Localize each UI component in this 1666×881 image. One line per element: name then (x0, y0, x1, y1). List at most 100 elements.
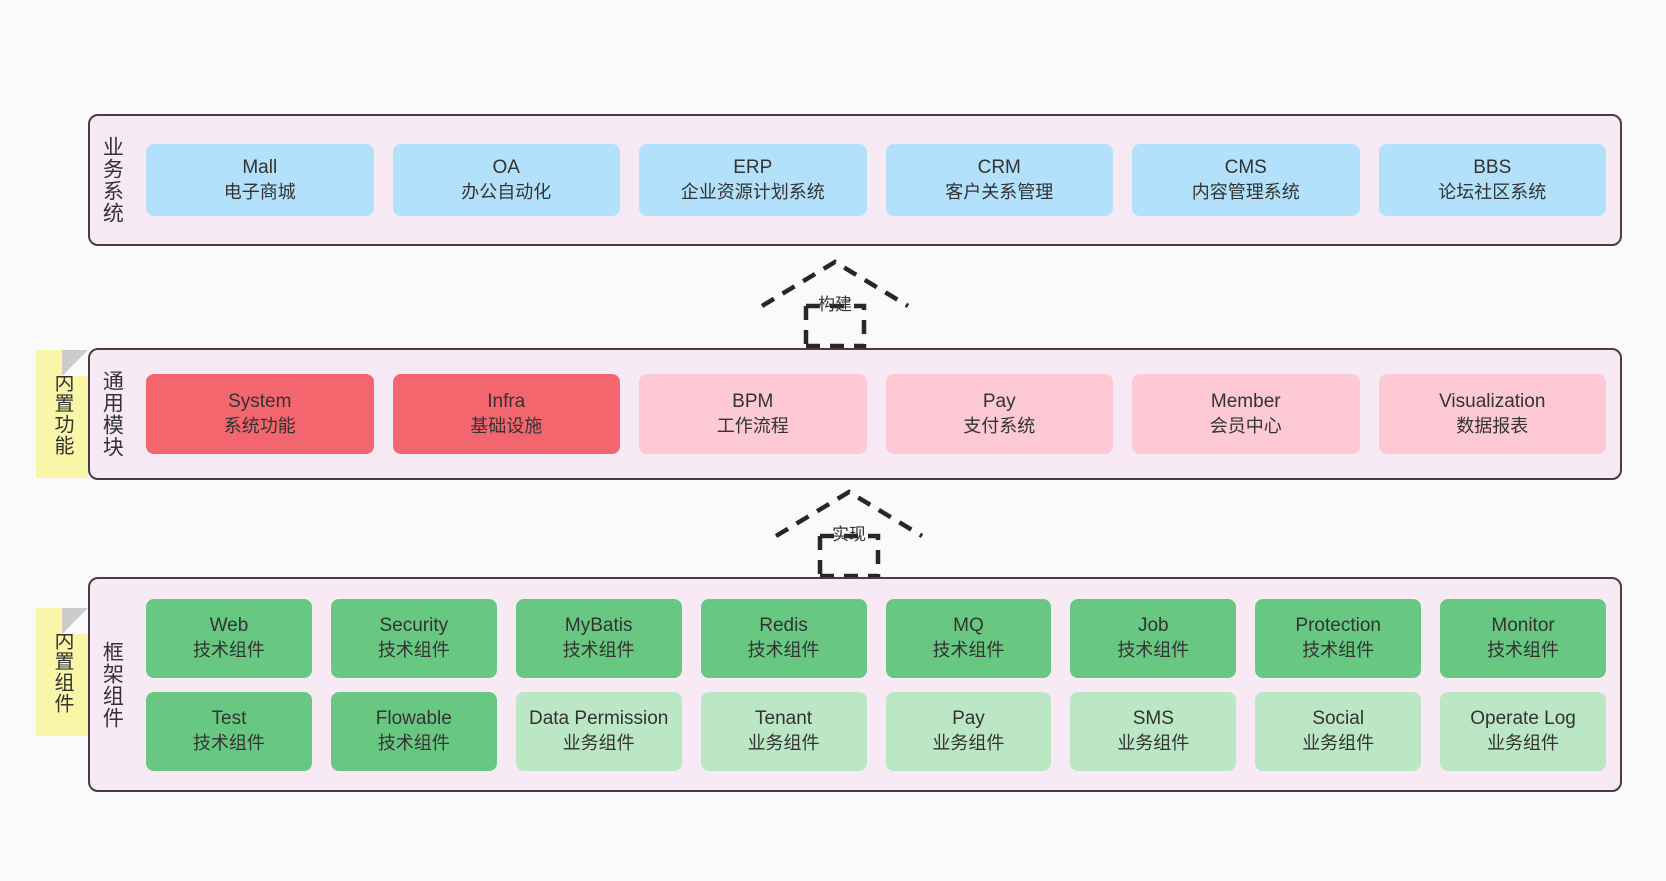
card-operate-log[interactable]: Operate Log 业务组件 (1440, 691, 1606, 771)
card-title-en: CMS (1224, 156, 1267, 178)
card-title-en: BPM (732, 390, 774, 412)
card-data-permission[interactable]: Data Permission 业务组件 (515, 691, 682, 771)
layer-common-module: 通用模块 System 系统功能 Infra 基础设施 BPM 工作流程 Pay… (88, 348, 1622, 480)
card-sms[interactable]: SMS 业务组件 (1070, 691, 1237, 771)
card-title-cn: 技术组件 (377, 639, 450, 660)
card-title-en: Flowable (375, 707, 452, 729)
card-title-cn: 技术组件 (932, 639, 1005, 660)
card-title-cn: 技术组件 (192, 732, 265, 753)
card-infra[interactable]: Infra 基础设施 (392, 374, 620, 454)
connector-build: 构建 (760, 258, 910, 349)
card-title-en: Protection (1295, 614, 1381, 636)
card-title-en: Operate Log (1470, 707, 1576, 729)
layer-business-system: 业务系统 Mall 电子商城 OA 办公自动化 ERP 企业资源计划系统 CRM… (88, 114, 1622, 246)
card-pay[interactable]: Pay 支付系统 (885, 374, 1113, 454)
card-title-cn: 技术组件 (1117, 639, 1190, 660)
note-builtin-component: 内置组件 (36, 608, 88, 736)
card-title-cn: 客户关系管理 (945, 181, 1054, 202)
note-fold-corner-icon (62, 350, 88, 376)
card-web[interactable]: Web 技术组件 (146, 598, 312, 678)
card-erp[interactable]: ERP 企业资源计划系统 (639, 144, 867, 216)
card-flowable[interactable]: Flowable 技术组件 (330, 691, 497, 771)
card-title-en: Redis (759, 614, 808, 636)
card-test[interactable]: Test 技术组件 (146, 691, 312, 771)
layer-body-business-system: Mall 电子商城 OA 办公自动化 ERP 企业资源计划系统 CRM 客户关系… (132, 116, 1620, 244)
note-builtin-function: 内置功能 (36, 350, 88, 478)
card-title-cn: 技术组件 (747, 639, 820, 660)
card-title-cn: 技术组件 (562, 639, 635, 660)
card-title-en: BBS (1473, 156, 1512, 178)
card-title-cn: 业务组件 (1487, 732, 1560, 753)
card-title-en: MQ (953, 614, 984, 636)
card-title-en: System (228, 390, 292, 412)
card-bbs[interactable]: BBS 论坛社区系统 (1378, 144, 1606, 216)
card-monitor[interactable]: Monitor 技术组件 (1440, 598, 1606, 678)
card-protection[interactable]: Protection 技术组件 (1255, 598, 1422, 678)
card-title-en: OA (492, 156, 520, 178)
card-bpm[interactable]: BPM 工作流程 (639, 374, 867, 454)
card-mybatis[interactable]: MyBatis 技术组件 (515, 598, 682, 678)
card-visualization[interactable]: Visualization 数据报表 (1378, 374, 1606, 454)
card-mall[interactable]: Mall 电子商城 (146, 144, 374, 216)
card-title-en: ERP (733, 156, 773, 178)
card-title-en: Security (379, 614, 449, 636)
card-oa[interactable]: OA 办公自动化 (392, 144, 620, 216)
card-title-en: Test (211, 707, 247, 729)
layer-title-common-module: 通用模块 (100, 370, 124, 458)
note-text: 内置功能 (51, 372, 73, 456)
card-row: Test 技术组件 Flowable 技术组件 Data Permission … (146, 691, 1606, 771)
card-title-cn: 支付系统 (963, 415, 1036, 436)
card-security[interactable]: Security 技术组件 (330, 598, 497, 678)
card-title-en: Pay (982, 390, 1016, 412)
card-title-en: MyBatis (564, 614, 633, 636)
card-title-cn: 电子商城 (223, 181, 296, 202)
card-title-en: Web (209, 614, 249, 636)
card-title-en: Monitor (1491, 614, 1555, 636)
card-title-en: Job (1137, 614, 1169, 636)
card-title-cn: 系统功能 (223, 415, 296, 436)
layer-title-business-system: 业务系统 (100, 136, 124, 224)
card-title-cn: 办公自动化 (461, 181, 552, 202)
card-tenant[interactable]: Tenant 业务组件 (700, 691, 867, 771)
card-title-cn: 技术组件 (377, 732, 450, 753)
card-row: System 系统功能 Infra 基础设施 BPM 工作流程 Pay 支付系统… (146, 374, 1606, 454)
layer-title-framework-component: 框架组件 (100, 640, 124, 729)
card-title-cn: 业务组件 (932, 732, 1005, 753)
card-title-en: Pay (952, 707, 985, 729)
card-system[interactable]: System 系统功能 (146, 374, 374, 454)
card-social[interactable]: Social 业务组件 (1255, 691, 1422, 771)
card-title-en: Visualization (1439, 390, 1546, 412)
card-title-cn: 业务组件 (1302, 732, 1375, 753)
card-title-cn: 技术组件 (1302, 639, 1375, 660)
card-title-cn: 业务组件 (747, 732, 820, 753)
card-title-cn: 业务组件 (562, 732, 635, 753)
card-redis[interactable]: Redis 技术组件 (700, 598, 867, 678)
card-job[interactable]: Job 技术组件 (1070, 598, 1237, 678)
card-cms[interactable]: CMS 内容管理系统 (1132, 144, 1360, 216)
card-title-en: Infra (487, 390, 526, 412)
card-pay-biz[interactable]: Pay 业务组件 (885, 691, 1052, 771)
note-text: 内置组件 (51, 630, 73, 714)
card-title-cn: 技术组件 (1487, 639, 1560, 660)
card-crm[interactable]: CRM 客户关系管理 (885, 144, 1113, 216)
card-title-cn: 内容管理系统 (1191, 181, 1300, 202)
card-title-cn: 基础设施 (470, 415, 543, 436)
card-row: Web 技术组件 Security 技术组件 MyBatis 技术组件 Redi… (146, 598, 1606, 678)
card-title-en: Tenant (755, 707, 813, 729)
connector-implement: 实现 (774, 488, 924, 579)
card-title-cn: 业务组件 (1117, 732, 1190, 753)
layer-body-common-module: System 系统功能 Infra 基础设施 BPM 工作流程 Pay 支付系统… (132, 350, 1620, 478)
card-title-cn: 工作流程 (716, 415, 789, 436)
card-mq[interactable]: MQ 技术组件 (885, 598, 1052, 678)
card-title-cn: 企业资源计划系统 (680, 181, 825, 202)
card-title-en: Member (1210, 390, 1281, 412)
card-title-en: Social (1312, 707, 1365, 729)
layer-body-framework-component: Web 技术组件 Security 技术组件 MyBatis 技术组件 Redi… (132, 579, 1620, 790)
card-title-cn: 数据报表 (1456, 415, 1529, 436)
card-title-cn: 论坛社区系统 (1438, 181, 1547, 202)
card-title-cn: 技术组件 (192, 639, 265, 660)
card-member[interactable]: Member 会员中心 (1132, 374, 1360, 454)
connector-label-build: 构建 (818, 295, 852, 314)
card-title-cn: 会员中心 (1209, 415, 1282, 436)
